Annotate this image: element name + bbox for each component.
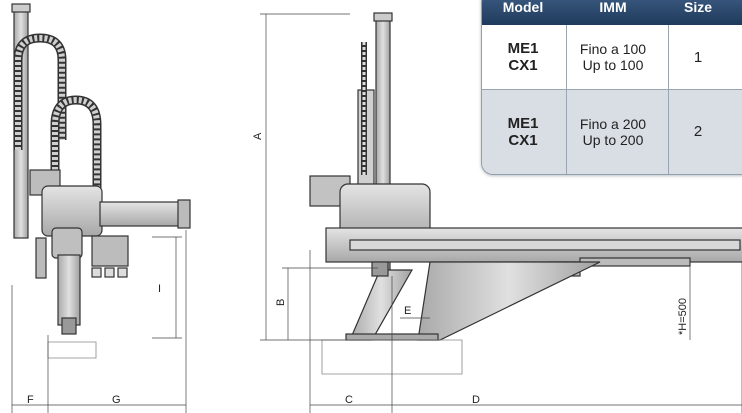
dim-label-h: *H=500 (677, 298, 689, 335)
size-cell: 1 (693, 48, 703, 66)
table-row: ME1 CX1 Fino a 200 Up to 200 2 (482, 89, 742, 174)
model-line1: ME1 (507, 40, 539, 57)
dim-label-a: A (252, 132, 264, 140)
dim-label-c: C (345, 394, 353, 406)
side-view-dimensions (11, 230, 187, 413)
dim-label-i: I (158, 283, 161, 295)
table-row: ME1 CX1 Fino a 100 Up to 100 1 (482, 25, 742, 89)
dim-label-d: D (472, 394, 480, 406)
dim-label-f: F (27, 394, 34, 406)
model-line1: ME1 (507, 114, 539, 132)
mould-outline-left (47, 341, 97, 359)
column-divider (566, 25, 567, 174)
spec-table-header: Model IMM Size (482, 0, 742, 25)
imm-line1: Fino a 200 (579, 115, 647, 132)
imm-line1: Fino a 100 (579, 41, 647, 57)
imm-cell: Fino a 200 Up to 200 (568, 89, 658, 174)
model-line2: CX1 (508, 57, 538, 74)
imm-line2: Up to 200 (582, 131, 644, 148)
header-model: Model (502, 0, 544, 15)
header-size: Size (683, 0, 712, 15)
side-view (11, 3, 191, 335)
spec-table: Model IMM Size ME1 CX1 Fino a 100 Up to … (481, 0, 742, 175)
model-cell: ME1 CX1 (482, 25, 564, 89)
mould-outline-right (321, 339, 463, 375)
model-cell: ME1 CX1 (482, 89, 564, 174)
size-cell: 2 (693, 123, 703, 140)
row-divider (482, 89, 742, 90)
dim-label-g: G (112, 394, 121, 406)
column-divider (668, 25, 669, 174)
model-line2: CX1 (508, 131, 538, 149)
imm-line2: Up to 100 (582, 57, 644, 73)
dim-label-b: B (275, 299, 287, 306)
dim-label-e: E (404, 305, 411, 317)
imm-cell: Fino a 100 Up to 100 (568, 25, 658, 89)
front-view-dimensions (260, 13, 742, 413)
header-imm: IMM (599, 0, 627, 15)
